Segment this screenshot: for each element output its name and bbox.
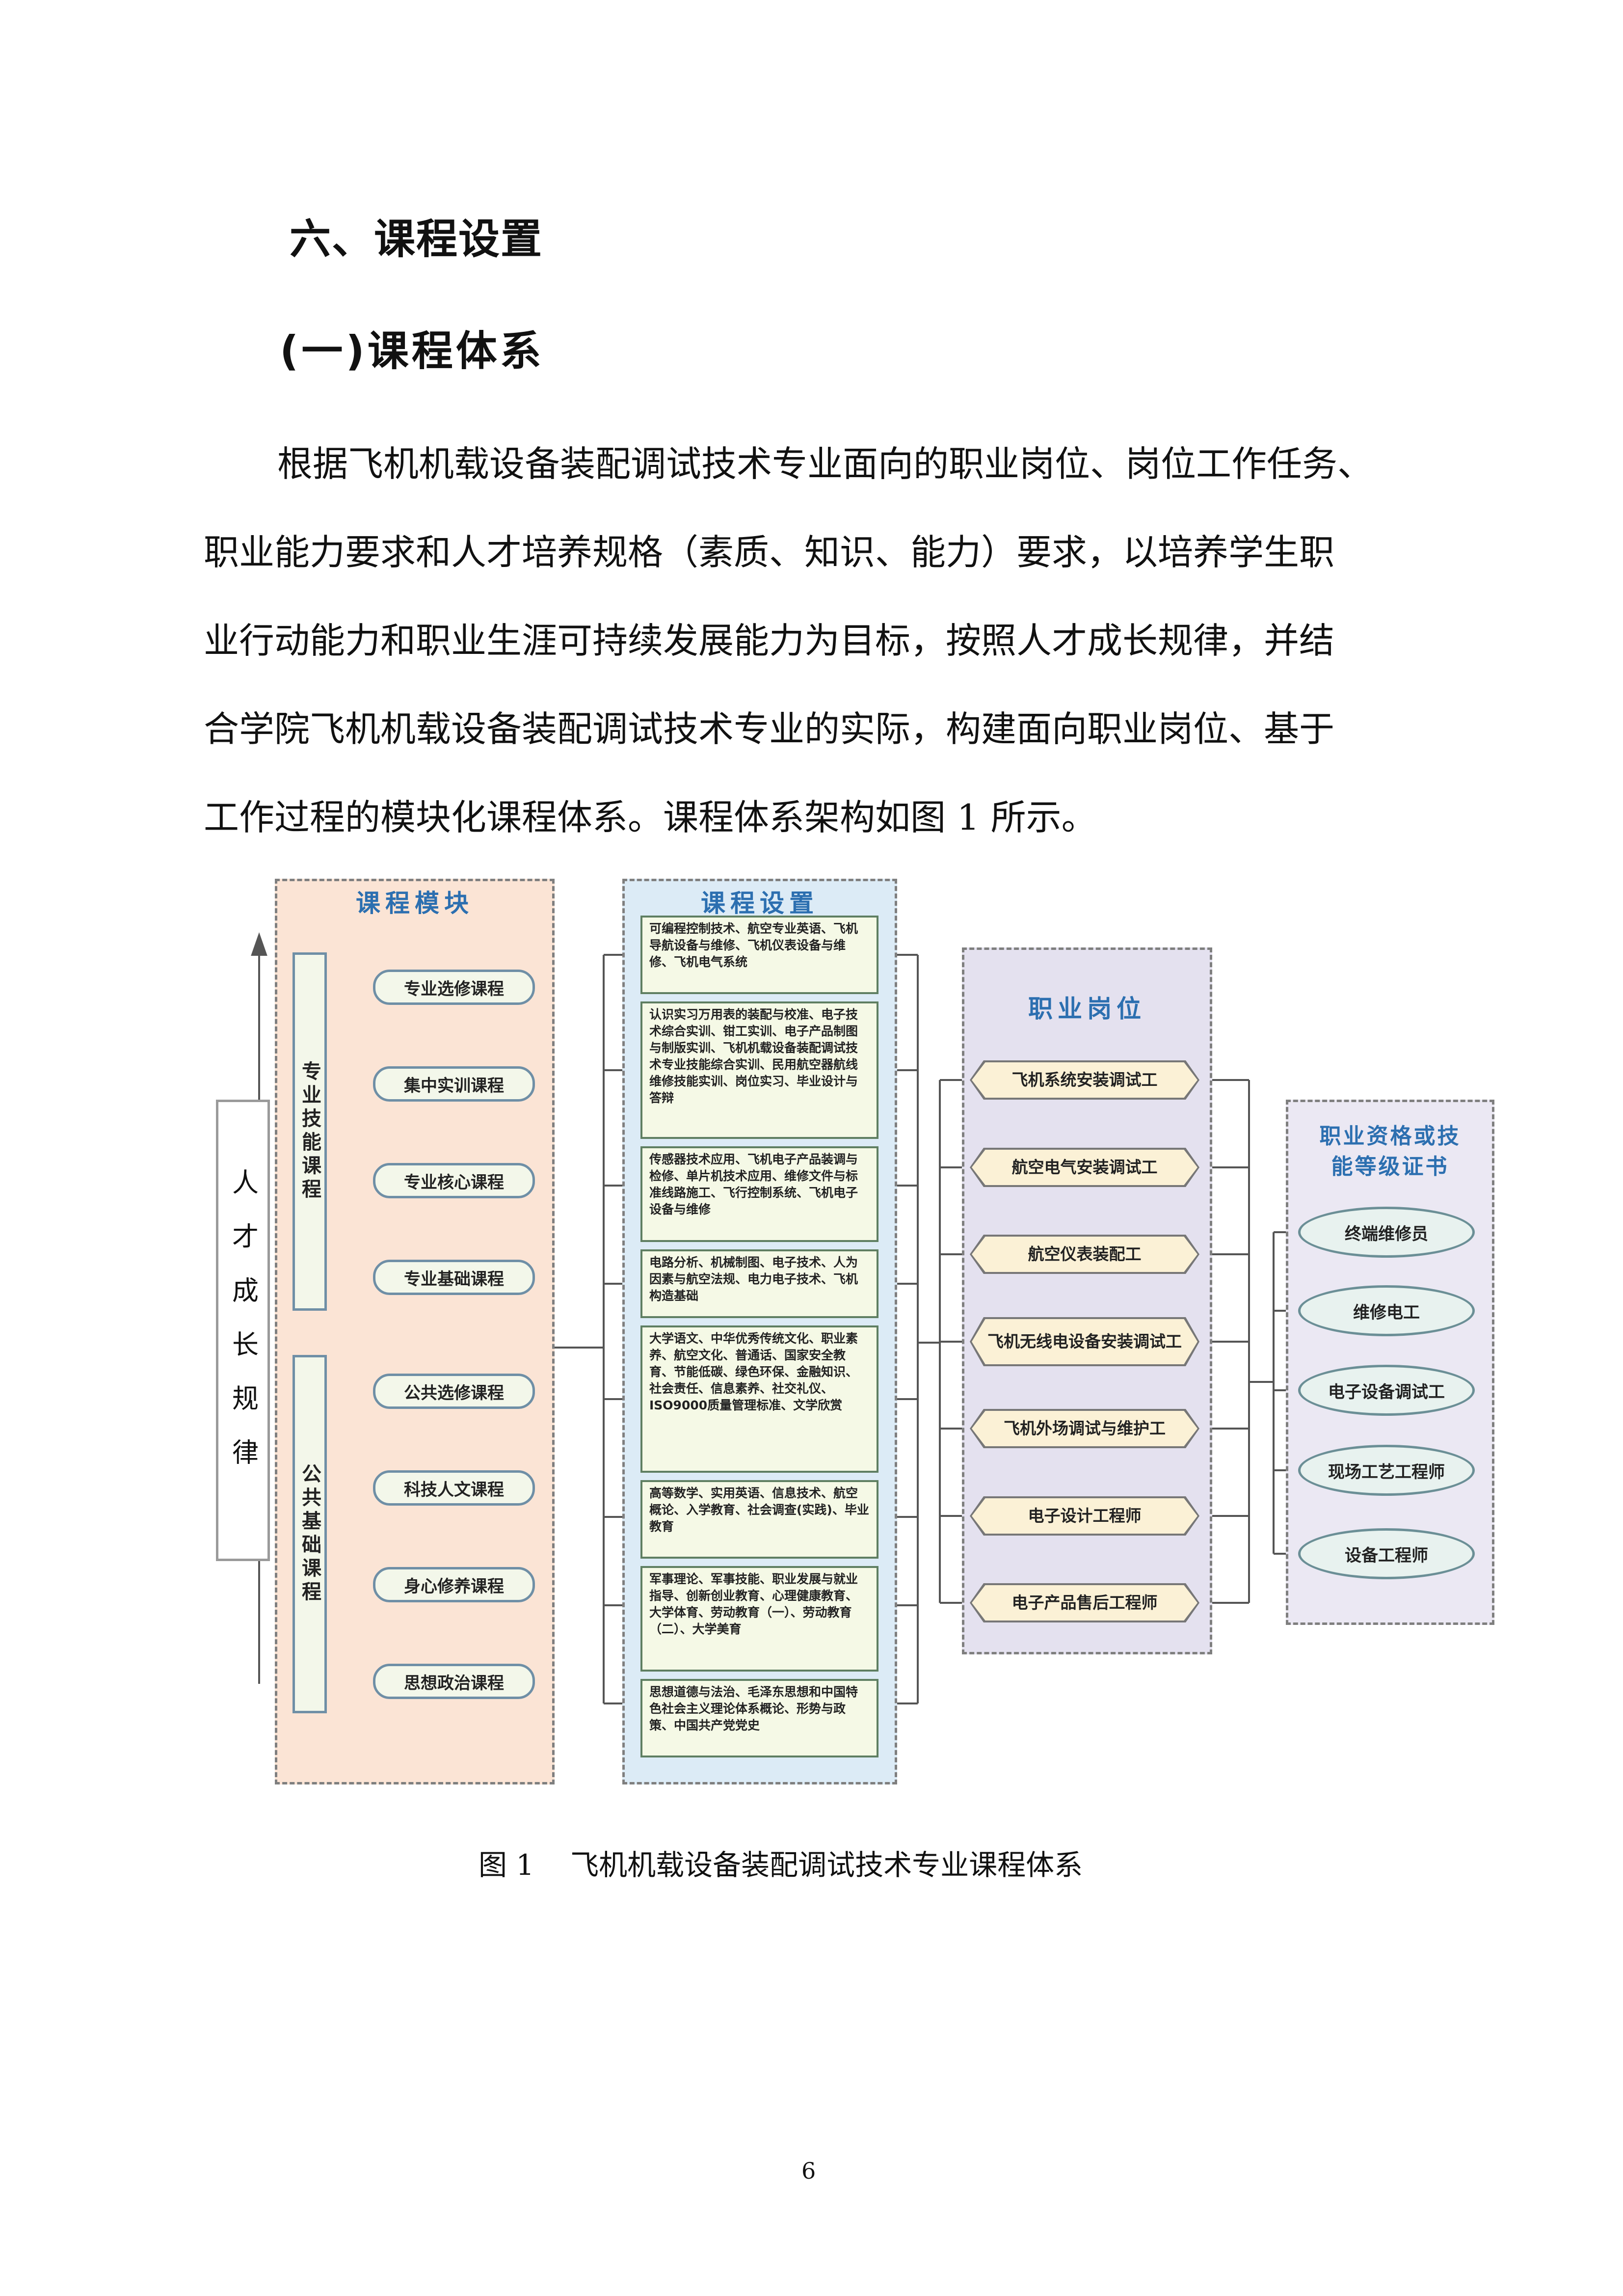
subsection-heading: (一)课程体系 <box>280 327 544 375</box>
module-item: 专业基础课程 <box>373 1260 535 1295</box>
job-panel <box>962 947 1212 1654</box>
growth-label: 人才成长规律 <box>216 1100 270 1561</box>
cert-item: 设备工程师 <box>1298 1528 1475 1579</box>
job-item: 飞机无线电设备安装调试工 <box>972 1319 1197 1364</box>
course-box: 思想道德与法治、毛泽东思想和中国特色社会主义理论体系概论、形势与政策、中国共产党… <box>640 1679 878 1757</box>
cert-item: 现场工艺工程师 <box>1298 1445 1475 1496</box>
job-panel-title: 职业岗位 <box>1028 995 1146 1023</box>
job-item: 电子设计工程师 <box>972 1498 1197 1534</box>
cert-panel-title-2: 能等级证书 <box>1331 1154 1449 1179</box>
module-item: 集中实训课程 <box>373 1066 535 1102</box>
module-item: 科技人文课程 <box>373 1470 535 1506</box>
job-item: 航空电气安装调试工 <box>972 1150 1197 1185</box>
module-item: 专业核心课程 <box>373 1163 535 1198</box>
course-box: 传感器技术应用、飞机电子产品装调与检修、单片机技术应用、维修文件与标准线路施工、… <box>640 1146 878 1242</box>
paragraph-line: 业行动能力和职业生涯可持续发展能力为目标，按照人才成长规律，并结 <box>204 620 1335 661</box>
module-item: 身心修养课程 <box>373 1567 535 1602</box>
page-number: 6 <box>801 2158 816 2184</box>
module-panel-title: 课程模块 <box>356 889 474 918</box>
course-box: 高等数学、实用英语、信息技术、航空概论、入学教育、社会调查(实践)、毕业教育 <box>640 1480 878 1559</box>
paragraph-line: 职业能力要求和人才培养规格（素质、知识、能力）要求，以培养学生职 <box>204 532 1335 573</box>
group-professional-skills: 专业技能课程 <box>293 952 327 1311</box>
job-item: 飞机外场调试与维护工 <box>972 1411 1197 1446</box>
cert-item: 电子设备调试工 <box>1298 1365 1475 1416</box>
module-item: 专业选修课程 <box>373 970 535 1005</box>
job-item: 飞机系统安装调试工 <box>972 1062 1197 1098</box>
group-public-foundation: 公共基础课程 <box>293 1355 327 1713</box>
figure-caption: 图 1 飞机机载设备装配调试技术专业课程体系 <box>479 1848 1083 1882</box>
paragraph-line: 工作过程的模块化课程体系。课程体系架构如图 1 所示。 <box>204 797 1097 838</box>
course-box: 认识实习万用表的装配与校准、电子技术综合实训、钳工实训、电子产品制图与制版实训、… <box>640 1001 878 1139</box>
course-box: 军事理论、军事技能、职业发展与就业指导、创新创业教育、心理健康教育、大学体育、劳… <box>640 1566 878 1672</box>
paragraph-line: 合学院飞机机载设备装配调试技术专业的实际，构建面向职业岗位、基于 <box>204 708 1335 750</box>
module-item: 公共选修课程 <box>373 1374 535 1409</box>
cert-item: 终端维修员 <box>1298 1207 1475 1258</box>
course-box: 可编程控制技术、航空专业英语、飞机导航设备与维修、飞机仪表设备与维修、飞机电气系… <box>640 916 878 994</box>
job-item: 航空仪表装配工 <box>972 1237 1197 1272</box>
job-item: 电子产品售后工程师 <box>972 1585 1197 1621</box>
course-box: 电路分析、机械制图、电子技术、人为因素与航空法规、电力电子技术、飞机构造基础 <box>640 1249 878 1318</box>
course-box: 大学语文、中华优秀传统文化、职业素养、航空文化、普通话、国家安全教育、节能低碳、… <box>640 1325 878 1473</box>
course-panel-title: 课程设置 <box>701 889 819 918</box>
module-item: 思想政治课程 <box>373 1664 535 1699</box>
body-paragraph: 根据飞机机载设备装配调试技术专业面向的职业岗位、岗位工作任务、 职业能力要求和人… <box>204 420 1480 862</box>
cert-item: 维修电工 <box>1298 1285 1475 1336</box>
section-heading: 六、课程设置 <box>290 215 543 263</box>
paragraph-line: 根据飞机机载设备装配调试技术专业面向的职业岗位、岗位工作任务、 <box>277 443 1373 485</box>
cert-panel-title-1: 职业资格或技 <box>1319 1124 1461 1149</box>
